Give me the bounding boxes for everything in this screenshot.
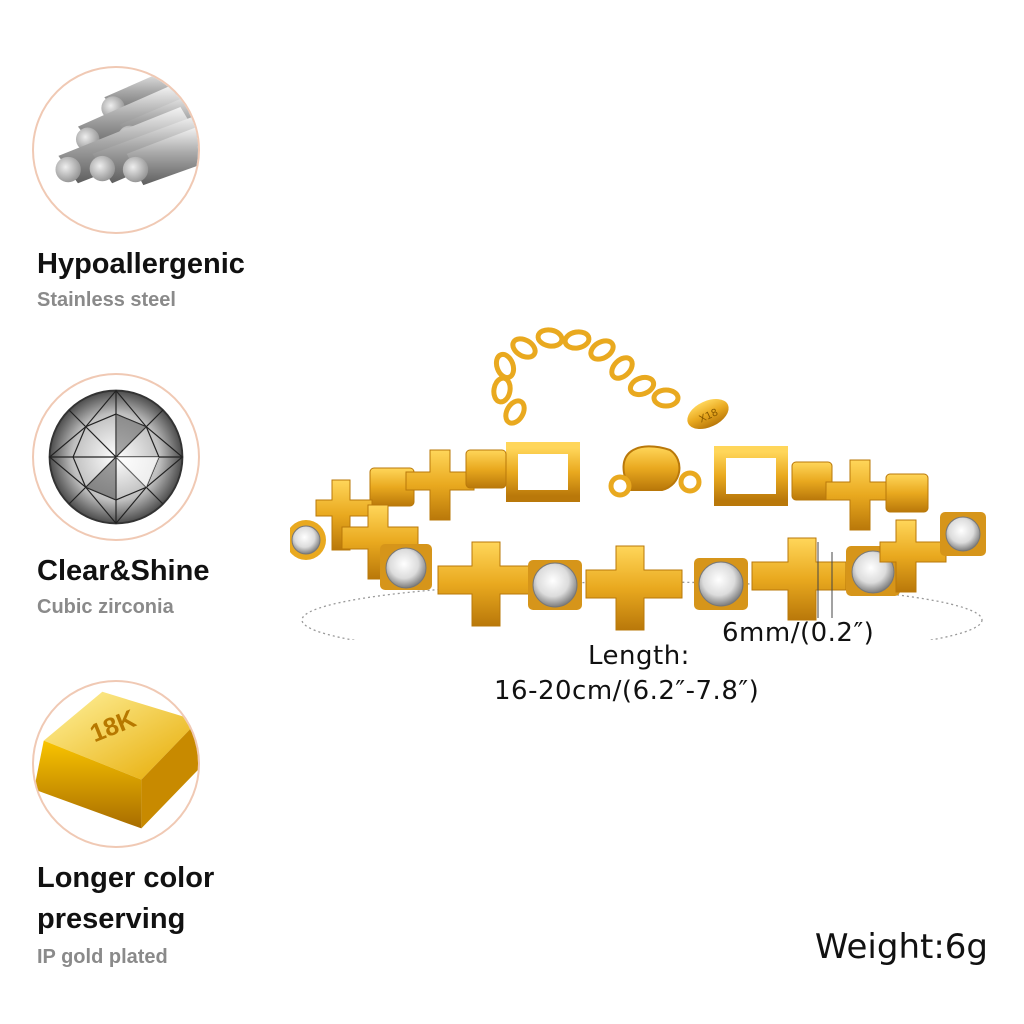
- clasp-frame-right: [714, 446, 788, 506]
- feature-subtitle-cubic-zirconia: Cubic zirconia: [37, 596, 174, 618]
- length-label: Length:: [588, 641, 690, 671]
- feature-subtitle-ip-gold-plated: IP gold plated: [37, 946, 168, 968]
- width-label: 6mm/(0.2″): [722, 618, 875, 648]
- front-links: [290, 479, 986, 631]
- feature-title-clear-shine: Clear&Shine: [37, 555, 210, 587]
- lobster-clasp: [608, 445, 702, 498]
- brand-tag: [687, 398, 729, 430]
- length-guide-ellipse: [301, 581, 983, 640]
- length-value: 16-20cm/(6.2″-7.8″): [494, 676, 760, 706]
- feature-title-longer-color: Longer color: [37, 862, 215, 894]
- bracelet-image: X18: [290, 300, 1010, 640]
- extender-chain: [491, 327, 681, 426]
- weight-label: Weight:6g: [814, 927, 988, 967]
- bracelet-drawing: X18: [290, 327, 986, 640]
- back-links: [369, 449, 929, 531]
- gold-bar-icon: 18K: [32, 680, 200, 848]
- feature-title-hypoallergenic: Hypoallergenic: [37, 248, 245, 280]
- steel-rods-icon: [32, 66, 200, 234]
- clasp-frame-left: [506, 442, 580, 502]
- feature-title-preserving: preserving: [37, 903, 186, 935]
- diamond-gem-icon: [32, 373, 200, 541]
- feature-subtitle-stainless-steel: Stainless steel: [37, 289, 176, 311]
